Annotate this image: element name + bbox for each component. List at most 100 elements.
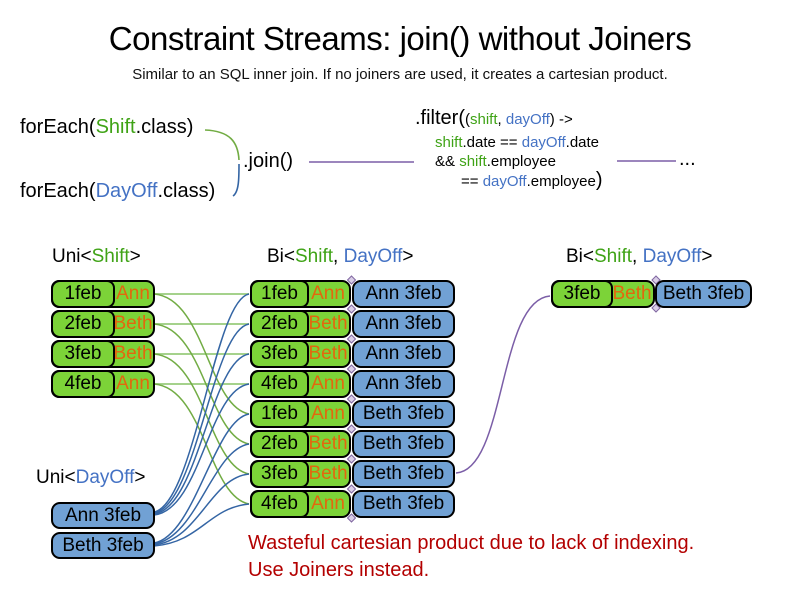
code-token: ) ->	[549, 111, 573, 128]
code-token-dayoff-arg: dayOff	[521, 134, 566, 151]
green-cross-lines	[153, 293, 250, 505]
code-foreach-shift: forEach(Shift.class)	[20, 116, 193, 139]
shift-employee: Beth	[308, 433, 348, 454]
shift-date: 4feb	[51, 370, 115, 398]
label-shift: Shift	[91, 246, 130, 267]
subtitle: Similar to an SQL inner join. If no join…	[132, 66, 668, 83]
label-bi-mid: Bi<Shift, DayOff>	[267, 246, 413, 268]
code-join: .join()	[243, 150, 294, 172]
code-token-dayoff-arg: dayOff	[482, 173, 527, 190]
label-shift: Shift	[295, 246, 334, 267]
shift-date: 1feb	[51, 280, 115, 308]
bi-row-dayoff: Beth 3feb	[352, 490, 455, 518]
label-text: >	[402, 246, 414, 267]
warning-line2: Use Joiners instead.	[248, 559, 430, 581]
label-shift: Shift	[594, 246, 633, 267]
code-token: (	[465, 111, 470, 128]
label-text: >	[129, 246, 141, 267]
shift-date: 4feb	[250, 490, 309, 518]
shift-employee: Beth	[612, 283, 652, 304]
shift-employee: Ann	[311, 283, 345, 304]
green-join-lines	[154, 293, 249, 385]
bi-row-dayoff: Beth 3feb	[352, 430, 455, 458]
label-dayoff: DayOff	[75, 467, 135, 488]
code-filter-line2: shift.date == dayOff.date	[435, 133, 603, 152]
code-token-dayoff-arg: dayOff	[505, 111, 550, 128]
blue-join-lines	[153, 293, 250, 547]
label-uni-dayoff: Uni<DayOff>	[36, 467, 146, 489]
shift-date: 2feb	[250, 430, 309, 458]
label-bi-right: Bi<Shift, DayOff>	[566, 246, 712, 268]
shift-date: 3feb	[551, 280, 613, 308]
code-ellipsis: ...	[679, 148, 696, 170]
warning-line1: Wasteful cartesian product due to lack o…	[248, 532, 695, 554]
code-token-dayoff-class: DayOff	[95, 180, 158, 202]
page-title: Constraint Streams: join() without Joine…	[108, 20, 692, 57]
label-dayoff: DayOff	[642, 246, 702, 267]
label-text: Uni<	[36, 467, 76, 488]
code-token: .employee	[526, 173, 596, 190]
shift-date: 2feb	[51, 310, 115, 338]
shift-employee: Ann	[116, 373, 150, 394]
dayoff-row: Beth 3feb	[51, 532, 155, 559]
code-token: ,	[497, 111, 506, 128]
bi-row-dayoff: Ann 3feb	[352, 340, 455, 368]
bi-row-dayoff: Beth 3feb	[352, 460, 455, 488]
code-token-shift-class: Shift	[95, 116, 136, 138]
shift-date: 3feb	[51, 340, 115, 368]
shift-date: 1feb	[250, 400, 309, 428]
label-text: Bi<	[267, 246, 295, 267]
code-filter-line3: && shift.employee	[435, 152, 603, 171]
shift-date: 3feb	[250, 460, 309, 488]
dayoff-row: Ann 3feb	[51, 502, 155, 529]
bi-row-dayoff: Ann 3feb	[352, 310, 455, 338]
code-filter-line1: .filter((shift, dayOff) ->	[415, 107, 603, 129]
code-filter: .filter((shift, dayOff) -> shift.date ==…	[415, 107, 603, 191]
label-text: Uni<	[52, 246, 92, 267]
shift-employee: Beth	[113, 313, 153, 334]
shift-employee: Ann	[311, 403, 345, 424]
shift-employee: Beth	[308, 463, 348, 484]
code-token-shift-arg: shift	[459, 153, 487, 170]
label-uni-shift: Uni<Shift>	[52, 246, 141, 268]
label-text: >	[134, 467, 146, 488]
label-dayoff: DayOff	[343, 246, 403, 267]
shift-employee: Beth	[113, 343, 153, 364]
shift-date: 4feb	[250, 370, 309, 398]
code-token: .employee	[486, 153, 556, 170]
code-token: &&	[435, 153, 460, 170]
label-text: >	[701, 246, 713, 267]
code-filter-line4: == dayOff.employee)	[461, 170, 603, 191]
bi-right-dayoff: Beth 3feb	[655, 280, 752, 308]
code-token: forEach(	[20, 180, 96, 202]
bi-row-dayoff: Ann 3feb	[352, 280, 455, 308]
code-token-shift-arg: shift	[435, 134, 463, 151]
code-token: .date	[565, 134, 600, 151]
shift-date: 2feb	[250, 310, 309, 338]
shift-employee: Ann	[116, 283, 150, 304]
code-token: .date ==	[462, 134, 522, 151]
code-token: .class)	[135, 116, 194, 138]
bi-row-dayoff: Ann 3feb	[352, 370, 455, 398]
label-text: ,	[333, 246, 344, 267]
code-foreach-dayoff: forEach(DayOff.class)	[20, 180, 215, 203]
code-token: ==	[461, 173, 483, 190]
shift-employee: Beth	[308, 313, 348, 334]
code-token: .filter(	[415, 107, 465, 129]
code-token: .class)	[157, 180, 216, 202]
label-text: ,	[632, 246, 643, 267]
